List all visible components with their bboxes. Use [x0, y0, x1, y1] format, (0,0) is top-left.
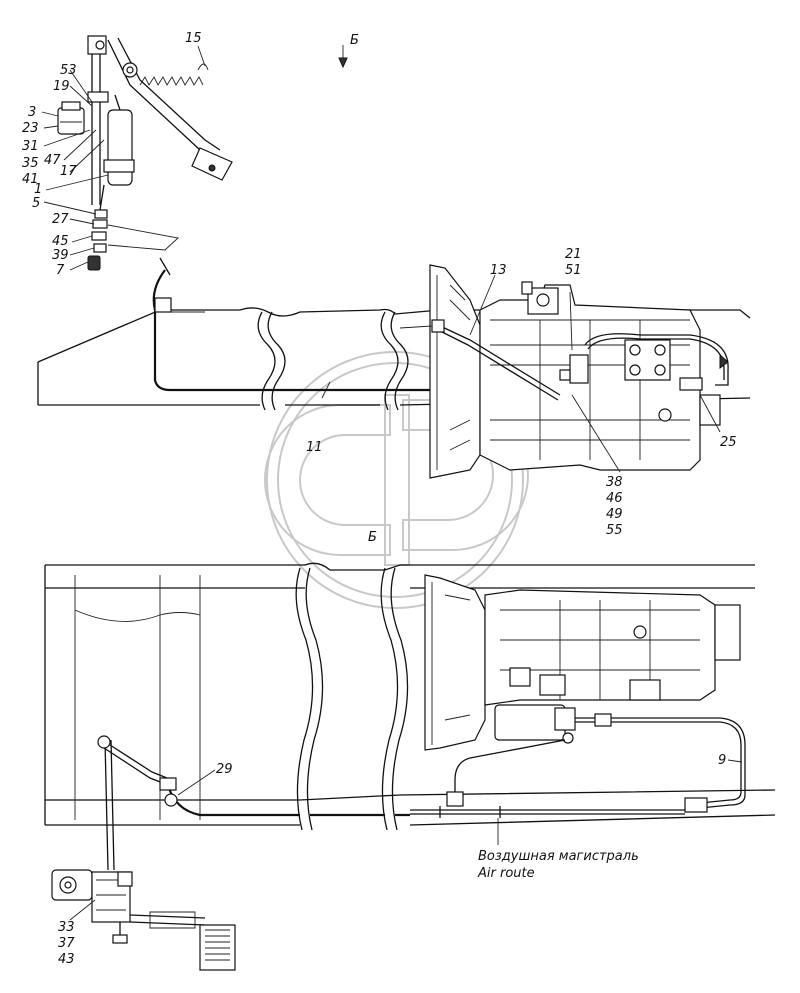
plan-view-lower — [44, 562, 776, 971]
callout-29: 29 — [216, 762, 233, 777]
callout-46: 46 — [606, 491, 623, 506]
side-view-upper — [37, 257, 751, 479]
callout-53: 53 — [60, 63, 77, 78]
callout-45: 45 — [52, 234, 69, 249]
view-label-top: Б — [350, 33, 359, 48]
callout-9: 9 — [718, 753, 726, 768]
callout-27: 27 — [52, 212, 69, 227]
callout-15: 15 — [185, 31, 202, 46]
callout-35: 35 — [22, 156, 39, 171]
callout-47: 47 — [44, 153, 61, 168]
air-route-caption: Воздушная магистраль Air route — [477, 849, 639, 881]
callout-11: 11 — [306, 440, 323, 455]
callout-17: 17 — [60, 164, 77, 179]
callout-51: 51 — [565, 263, 582, 278]
callout-labels: 15 53 19 3 23 31 47 35 17 41 1 5 27 45 3… — [22, 31, 737, 967]
callout-33: 33 — [58, 920, 75, 935]
callout-39: 39 — [52, 248, 69, 263]
callout-37: 37 — [58, 936, 75, 951]
callout-31: 31 — [22, 139, 39, 154]
callout-43: 43 — [58, 952, 75, 967]
pedal-detail-view — [41, 35, 233, 271]
view-arrow-top: Б — [338, 33, 359, 69]
callout-1: 1 — [34, 182, 42, 197]
view-label-mid: Б — [368, 530, 377, 545]
air-route-caption-en: Air route — [477, 866, 535, 881]
callout-5: 5 — [32, 196, 40, 211]
callout-23: 23 — [22, 121, 39, 136]
callout-13: 13 — [490, 263, 507, 278]
callout-38: 38 — [606, 475, 623, 490]
callout-49: 49 — [606, 507, 623, 522]
air-route-caption-ru: Воздушная магистраль — [478, 849, 639, 864]
callout-25: 25 — [720, 435, 737, 450]
callout-21: 21 — [565, 247, 582, 262]
callout-3: 3 — [28, 105, 36, 120]
callout-41: 41 — [22, 172, 39, 187]
callout-19: 19 — [53, 79, 70, 94]
callout-55: 55 — [606, 523, 623, 538]
callout-7: 7 — [56, 263, 65, 278]
